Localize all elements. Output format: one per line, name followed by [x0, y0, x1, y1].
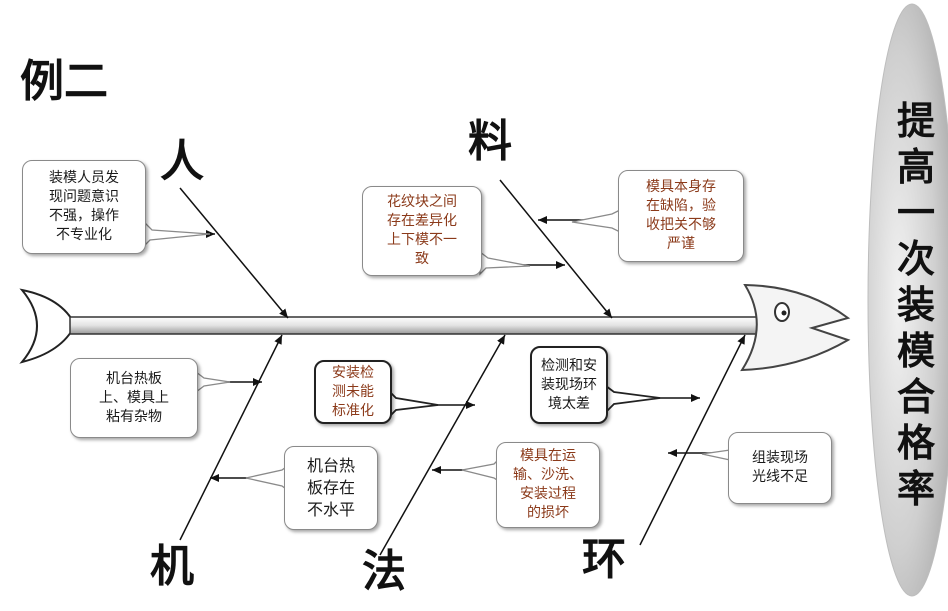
rib-method: [379, 334, 506, 556]
pointer-material-1: [479, 250, 531, 276]
category-machine: 机: [150, 541, 194, 592]
rib-machine: [179, 334, 283, 541]
cause-method-2: 模具在运 输、沙洗、 安装过程 的损坏: [496, 442, 600, 528]
category-people: 人: [160, 136, 204, 187]
cause-environment-2: 组装现场 光线不足: [728, 432, 832, 504]
category-material: 料: [468, 116, 512, 167]
cause-material-1: 花纹块之间 存在差异化 上下模不一 致: [362, 186, 482, 276]
pointer-method-1: [387, 387, 439, 421]
rib-material: [499, 179, 613, 319]
category-method: 法: [362, 546, 406, 597]
pointer-people-1: [143, 220, 211, 248]
pointer-material-2: [571, 208, 621, 234]
pointer-environment-1: [605, 384, 661, 415]
cause-material-2: 模具本身存 在缺陷，验 收把关不够 严谨: [618, 170, 744, 262]
cause-machine-2: 机台热 板存在 不水平: [284, 446, 378, 530]
fish-tail: [19, 288, 77, 364]
fish-head: [740, 283, 851, 372]
diagram-title: 例二: [20, 56, 108, 107]
cause-environment-1: 检测和安 装现场环 境太差: [530, 346, 608, 424]
category-environment: 环: [582, 534, 626, 585]
goal-text: 提 高 一 次 装 模 合 格 率: [896, 99, 935, 511]
fish-spine: [69, 316, 771, 335]
rib-environment: [639, 334, 746, 546]
pointer-machine-1: [195, 370, 231, 394]
cause-method-1: 安装检 测未能 标准化: [314, 360, 392, 424]
goal-ellipse: [867, 3, 948, 597]
cause-machine-1: 机台热板 上、模具上 粘有杂物: [70, 358, 198, 438]
rib-people: [179, 187, 289, 319]
cause-people-1: 装模人员发 现问题意识 不强，操作 不专业化: [22, 160, 146, 254]
pointer-method-2: [461, 456, 501, 484]
